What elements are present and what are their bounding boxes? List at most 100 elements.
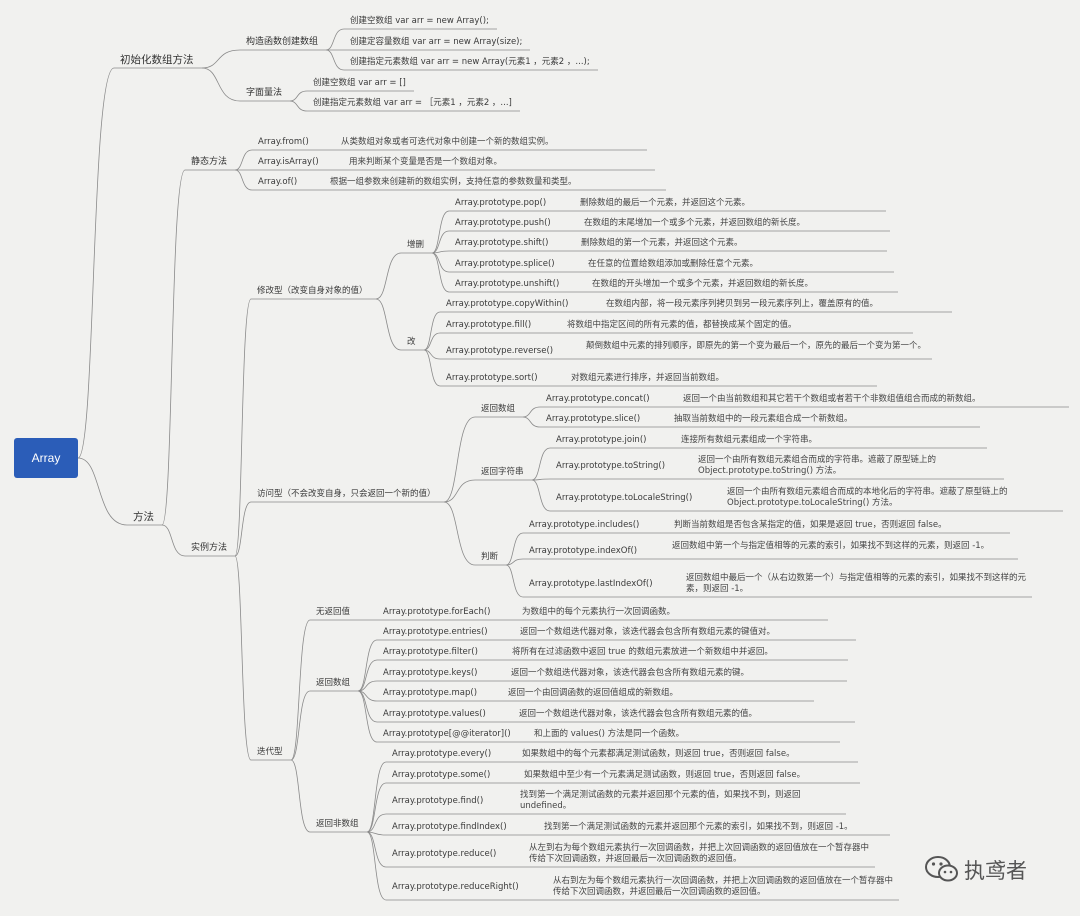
connector-curve (161, 169, 186, 526)
sort-node[interactable]: Array.prototype.sort() (446, 373, 538, 383)
slice-node[interactable]: Array.prototype.slice() (546, 414, 641, 424)
keys-description: 返回一个数组迭代器对象，该迭代器会包含所有数组元素的键。 (511, 668, 750, 678)
connector-curve (443, 416, 476, 503)
indexof-node[interactable]: Array.prototype.indexOf() (529, 546, 638, 556)
ctor-3-node[interactable]: 创建指定元素数组 var arr = new Array(元素1 ，元素2 ，.… (350, 57, 590, 67)
join-node[interactable]: Array.prototype.join() (556, 435, 647, 445)
reverse-node[interactable]: Array.prototype.reverse() (446, 346, 554, 356)
connector-curve (431, 252, 450, 273)
init-node[interactable]: 初始化数组方法 (120, 54, 194, 66)
values-node[interactable]: Array.prototype.values() (383, 709, 486, 719)
entries-node[interactable]: Array.prototype.entries() (383, 627, 488, 637)
connector-curve (505, 558, 524, 566)
lit-2-node[interactable]: 创建指定元素数组 var arr = ［元素1 ，元素2 ，...] (313, 98, 512, 108)
s-isarr-description: 用来判断某个变量是否是一个数组对象。 (349, 157, 503, 167)
connector-curve (366, 782, 387, 833)
keys-node[interactable]: Array.prototype.keys() (383, 668, 478, 678)
ctor-node[interactable]: 构造函数创建数组 (246, 37, 319, 47)
connector-curve (366, 831, 387, 901)
unshift-description: 在数组的开头增加一个或多个元素，并返回数组的新长度。 (592, 279, 814, 289)
splice-node[interactable]: Array.prototype.splice() (455, 259, 555, 269)
copy-node[interactable]: Array.prototype.copyWithin() (446, 299, 569, 309)
connector-curve (234, 298, 252, 557)
ret-arr-node[interactable]: 返回数组 (481, 404, 516, 414)
includes-node[interactable]: Array.prototype.includes() (529, 520, 640, 530)
no-ret-node[interactable]: 无返回值 (316, 607, 351, 617)
entries-description: 返回一个数组迭代器对象，该迭代器会包含所有数组元素的键值对。 (520, 627, 776, 637)
judge-node[interactable]: 判断 (481, 552, 499, 562)
s-isarr-node[interactable]: Array.isArray() (258, 157, 319, 167)
tolocale-node[interactable]: Array.prototype.toLocaleString() (556, 493, 693, 503)
fill-node[interactable]: Array.prototype.fill() (446, 320, 532, 330)
values-description: 返回一个数组迭代器对象，该迭代器会包含所有数组元素的值。 (519, 709, 758, 719)
some-node[interactable]: Array.prototype.some() (392, 770, 491, 780)
indexof-description: 返回数组中第一个与指定值相等的元素的索引，如果找不到这样的元素，则返回 -1。 (672, 541, 990, 551)
iterator-node[interactable]: Array.prototype[@@iterator]() (383, 729, 511, 739)
reduceright-description: 从右到左为每个数组元素执行一次回调函数，并把上次回调函数的返回值放在一个暂存器中… (553, 876, 894, 897)
ret-arr2-node[interactable]: 返回数组 (316, 678, 351, 688)
connector-curve (522, 416, 541, 428)
author-watermark: 执鸢者 (964, 859, 1027, 883)
unshift-node[interactable]: Array.prototype.unshift() (455, 279, 560, 289)
root-node[interactable]: Array (14, 438, 78, 478)
reduce-node[interactable]: Array.prototype.reduce() (392, 849, 497, 859)
adddel-node[interactable]: 增删 (407, 240, 425, 250)
methods-node[interactable]: 方法 (133, 511, 154, 523)
reduceright-node[interactable]: Array.prototype.reduceRight() (392, 882, 519, 892)
connector-curve (234, 555, 252, 761)
push-node[interactable]: Array.prototype.push() (455, 218, 551, 228)
pop-node[interactable]: Array.prototype.pop() (455, 198, 547, 208)
concat-node[interactable]: Array.prototype.concat() (546, 394, 650, 404)
shift-description: 删除数组的第一个元素，并返回这个元素。 (581, 238, 743, 248)
find-node[interactable]: Array.prototype.find() (392, 796, 484, 806)
connector-curve (423, 311, 441, 351)
s-of-node[interactable]: Array.of() (258, 177, 298, 187)
lastindexof-node[interactable]: Array.prototype.lastIndexOf() (529, 579, 653, 589)
findindex-description: 找到第一个满足测试函数的元素并返回那个元素的索引，如果找不到，则返回 -1。 (544, 822, 853, 832)
instance-node[interactable]: 实例方法 (191, 543, 228, 553)
foreach-node[interactable]: Array.prototype.forEach() (383, 607, 491, 617)
ret-str-node[interactable]: 返回字符串 (481, 467, 524, 477)
connector-curve (366, 813, 387, 833)
connector-curve (234, 501, 252, 557)
findindex-node[interactable]: Array.prototype.findIndex() (392, 822, 507, 832)
iter-node[interactable]: 迭代型 (257, 747, 283, 757)
fill-description: 将数组中指定区间的所有元素的值，都替换成某个固定的值。 (567, 320, 797, 330)
static-node[interactable]: 静态方法 (191, 157, 228, 167)
connector-curve (531, 478, 551, 481)
map-node[interactable]: Array.prototype.map() (383, 688, 478, 698)
s-from-node[interactable]: Array.from() (258, 137, 309, 147)
reduce-description: 从左到右为每个数组元素执行一次回调函数，并把上次回调函数的返回值放在一个暂存器中… (529, 843, 870, 864)
shift-node[interactable]: Array.prototype.shift() (455, 238, 549, 248)
connector-curve (431, 252, 450, 293)
ret-nonarr-node[interactable]: 返回非数组 (316, 819, 359, 829)
change-node[interactable]: 改 (407, 337, 416, 347)
includes-description: 判断当前数组是否包含某指定的值，如果是返回 true，否则返回 false。 (674, 520, 947, 530)
connector-curve (357, 639, 378, 692)
literal-node[interactable]: 字面量法 (246, 88, 283, 98)
connector-curve (443, 501, 476, 566)
connector-curve (77, 67, 115, 459)
concat-description: 返回一个由当前数组和其它若干个数组或者若干个非数组值组合而成的新数组。 (683, 394, 981, 404)
tostr-node[interactable]: Array.prototype.toString() (556, 461, 666, 471)
connector-curve (357, 690, 378, 743)
connector-curve (289, 90, 308, 102)
connector-curve (290, 759, 311, 833)
ctor-1-node[interactable]: 创建空数组 var arr = new Array(); (350, 16, 489, 26)
connector-curve (505, 564, 524, 598)
every-node[interactable]: Array.prototype.every() (392, 749, 492, 759)
ctor-2-node[interactable]: 创建定容量数组 var arr = new Array(size); (350, 37, 523, 47)
connector-curve (366, 831, 387, 836)
filter-node[interactable]: Array.prototype.filter() (383, 647, 478, 657)
connector-curve (290, 619, 311, 761)
connector-curve (290, 690, 311, 761)
lit-1-node[interactable]: 创建空数组 var arr = [] (313, 78, 406, 88)
mut-node[interactable]: 修改型（改变自身对象的值） (257, 286, 368, 296)
connector-curve (77, 457, 128, 526)
tostr-description: 返回一个由所有数组元素组合而成的字符串。遮蔽了原型链上的 Object.prot… (698, 455, 937, 476)
foreach-description: 为数组中的每个元素执行一次回调函数。 (522, 607, 676, 617)
access-node[interactable]: 访问型（不会改变自身，只会返回一个新的值） (257, 489, 436, 499)
connector-curve (505, 532, 524, 566)
every-description: 如果数组中的每个元素都满足测试函数，则返回 true，否则返回 false。 (522, 749, 795, 759)
